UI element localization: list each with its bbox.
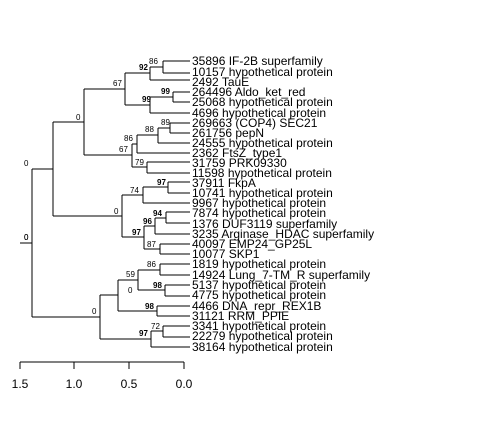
support-value: 67: [113, 79, 122, 88]
leaf-label: 31759 PRK09330: [192, 156, 287, 170]
support-value: 98: [145, 302, 154, 311]
branch: [122, 226, 145, 249]
support-value: 0: [24, 233, 29, 242]
support-value: 0: [92, 307, 97, 316]
axis-tick-label: 1.5: [12, 377, 29, 391]
leaf-label: 5137 hypothetical protein: [192, 278, 326, 292]
support-value: 59: [126, 270, 135, 279]
leaf-label: 2492 TauE: [192, 75, 249, 89]
branch: [100, 280, 119, 311]
leaf-label: 1376 DUF3119 superfamily: [192, 217, 337, 231]
leaf-label: 264496 Aldo_ket_red: [192, 85, 305, 99]
support-value: 79: [135, 158, 144, 167]
support-value: 96: [143, 217, 152, 226]
root-branch: [20, 169, 33, 317]
branch: [144, 211, 190, 235]
support-value: 99: [142, 95, 151, 104]
leaf-label: 4775 hypothetical protein: [192, 288, 326, 302]
support-value: 99: [161, 87, 170, 96]
support-value: 86: [147, 260, 156, 269]
axis-tick-label: 0.5: [121, 377, 138, 391]
branch: [100, 325, 190, 348]
leaf-label: 37911 FkpA: [192, 176, 256, 190]
leaf-labels: 35896 IF-2B superfamily 10157 hypothetic…: [192, 54, 374, 354]
support-value: 86: [149, 57, 158, 66]
support-value: 92: [139, 63, 148, 72]
support-value: 88: [145, 125, 154, 134]
support-value: 86: [124, 134, 133, 143]
support-value: 0: [24, 159, 29, 168]
branch: [84, 73, 126, 105]
leaf-label: 3341 hypothetical protein: [192, 319, 326, 333]
branch: [118, 305, 190, 317]
leaf-label: 10157 hypothetical protein: [192, 65, 333, 79]
branch: [118, 270, 139, 290]
leaf-label: 261756 pepN: [192, 126, 264, 140]
leaf-label: 38164 hypothetical protein: [192, 340, 333, 354]
support-value: 97: [157, 178, 166, 187]
tree-branches: [20, 60, 190, 348]
support-value: 74: [130, 186, 139, 195]
leaf-label: 10741 hypothetical protein: [192, 186, 333, 200]
leaf-label: 22279 hypothetical protein: [192, 329, 333, 343]
support-value: 72: [151, 322, 160, 331]
support-value: 0: [76, 113, 81, 122]
support-value: 67: [119, 145, 128, 154]
leaf-label: 9967 hypothetical protein: [192, 196, 326, 210]
support-value: 98: [153, 281, 162, 290]
branch: [53, 89, 85, 155]
leaf-label: 11598 hypothetical protein: [192, 166, 332, 180]
support-value: 97: [139, 329, 148, 338]
support-value: 87: [147, 240, 156, 249]
leaf-label: 25068 hypothetical protein: [192, 95, 333, 109]
support-value: 0: [24, 233, 29, 242]
branch: [137, 122, 190, 144]
branch: [122, 181, 190, 204]
leaf-label: 24555 hypothetical protein: [192, 136, 333, 150]
support-value: 94: [153, 209, 162, 218]
leaf-label: 10077 SKP1: [192, 247, 260, 261]
branch: [84, 144, 133, 167]
support-value: 0: [114, 207, 119, 216]
branch: [32, 122, 54, 216]
branch: [53, 195, 123, 237]
support-value: 0: [128, 286, 133, 295]
support-value: 89: [161, 118, 170, 127]
support-values: 86 92 67 99 99 0 89 88 86 67 79 0 97 74 …: [24, 57, 170, 338]
branch: [132, 135, 190, 154]
leaf-label: 2362 FtsZ_type1: [192, 146, 282, 160]
scale-axis: 1.5 1.0 0.5 0.0: [12, 361, 193, 391]
branch: [144, 243, 190, 255]
leaf-label: 4466 DNA_repr_REX1B: [192, 299, 321, 313]
leaf-label: 35896 IF-2B superfamily: [192, 54, 323, 68]
leaf-label: 269663 (COP4) SEC21: [192, 116, 318, 130]
support-value: 97: [132, 228, 141, 237]
leaf-label: 7874 hypothetical protein: [192, 206, 326, 220]
leaf-label: 31121 RRM_PPIE: [192, 309, 289, 323]
leaf-label: 40097 EMP24_GP25L: [192, 237, 312, 251]
leaf-label: 3235 Arginase_HDAC superfamily: [192, 227, 374, 241]
leaf-label: 14924 Lung_7-TM_R superfamily: [192, 268, 370, 282]
branch: [125, 91, 190, 114]
branch: [132, 161, 190, 174]
branch: [138, 263, 190, 276]
leaf-label: 4696 hypothetical protein: [192, 106, 326, 120]
branch: [125, 60, 190, 81]
axis-tick-label: 0.0: [176, 377, 193, 391]
branch: [32, 295, 101, 339]
axis-tick-label: 1.0: [66, 377, 83, 391]
branch: [138, 284, 190, 297]
leaf-label: 1819 hypothetical protein: [192, 257, 326, 271]
